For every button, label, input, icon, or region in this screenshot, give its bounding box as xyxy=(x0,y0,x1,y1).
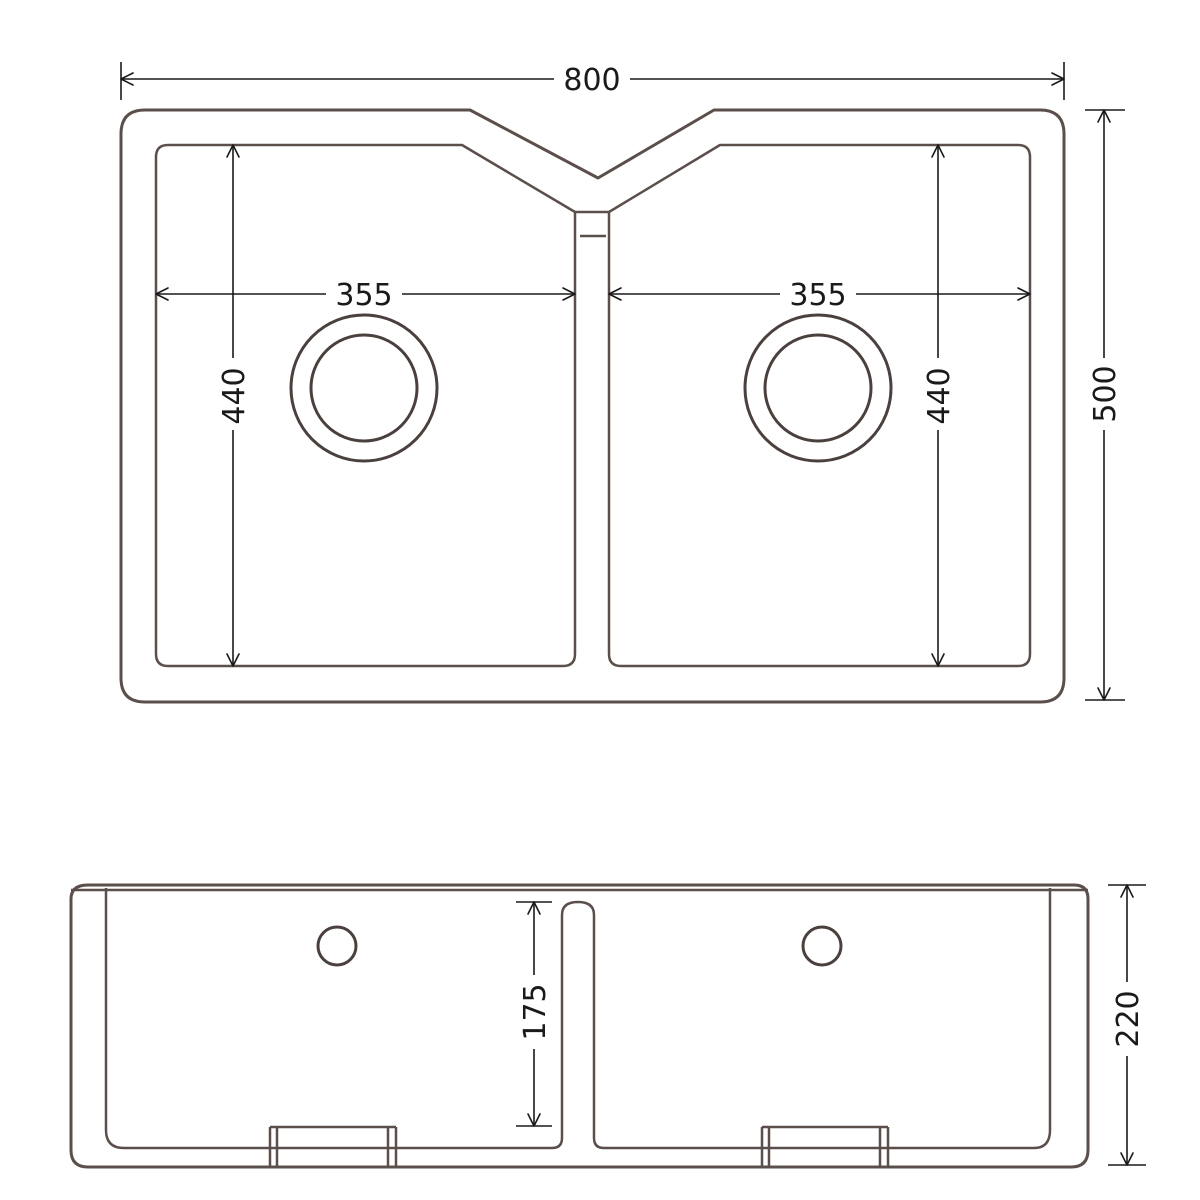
dimension-right-bowl-width: 355 xyxy=(608,276,1031,313)
dimension-right-bowl-depth: 440 xyxy=(919,144,957,667)
dimension-label-800: 800 xyxy=(563,63,620,98)
front-view: 175 220 xyxy=(69,883,1146,1169)
front-divider xyxy=(560,900,605,1150)
dimension-left-bowl-width: 355 xyxy=(155,276,576,313)
dimension-label-500: 500 xyxy=(1088,365,1123,422)
dimension-overall-height: 220 xyxy=(1108,884,1146,1166)
dimension-label-175: 175 xyxy=(518,983,553,1040)
top-view: 800 500 355 355 xyxy=(119,60,1125,704)
front-right-bowl xyxy=(604,888,1052,1150)
dimension-label-right-355: 355 xyxy=(789,278,846,313)
sink-outer-rim xyxy=(119,108,1066,704)
right-drain-icon xyxy=(743,313,893,463)
left-drain-icon xyxy=(289,313,439,463)
sink-front-body xyxy=(69,883,1090,1169)
right-bowl-outline xyxy=(607,143,1032,668)
dimension-label-220: 220 xyxy=(1111,990,1146,1047)
right-overflow-icon xyxy=(801,925,843,967)
dimension-label-left-355: 355 xyxy=(335,278,392,313)
dimension-label-left-440: 440 xyxy=(217,367,252,424)
front-left-bowl xyxy=(104,888,564,1150)
right-waste-outlet xyxy=(760,1125,890,1167)
dimension-overall-width: 800 xyxy=(120,60,1065,100)
bowl-divider xyxy=(575,210,609,238)
dimension-overall-depth: 500 xyxy=(1085,109,1125,701)
left-overflow-icon xyxy=(316,925,358,967)
dimension-bowl-height: 175 xyxy=(515,901,553,1127)
dimension-label-right-440: 440 xyxy=(922,367,957,424)
dimension-left-bowl-depth: 440 xyxy=(214,144,252,667)
left-bowl-outline xyxy=(154,143,577,668)
left-waste-outlet xyxy=(268,1125,398,1167)
